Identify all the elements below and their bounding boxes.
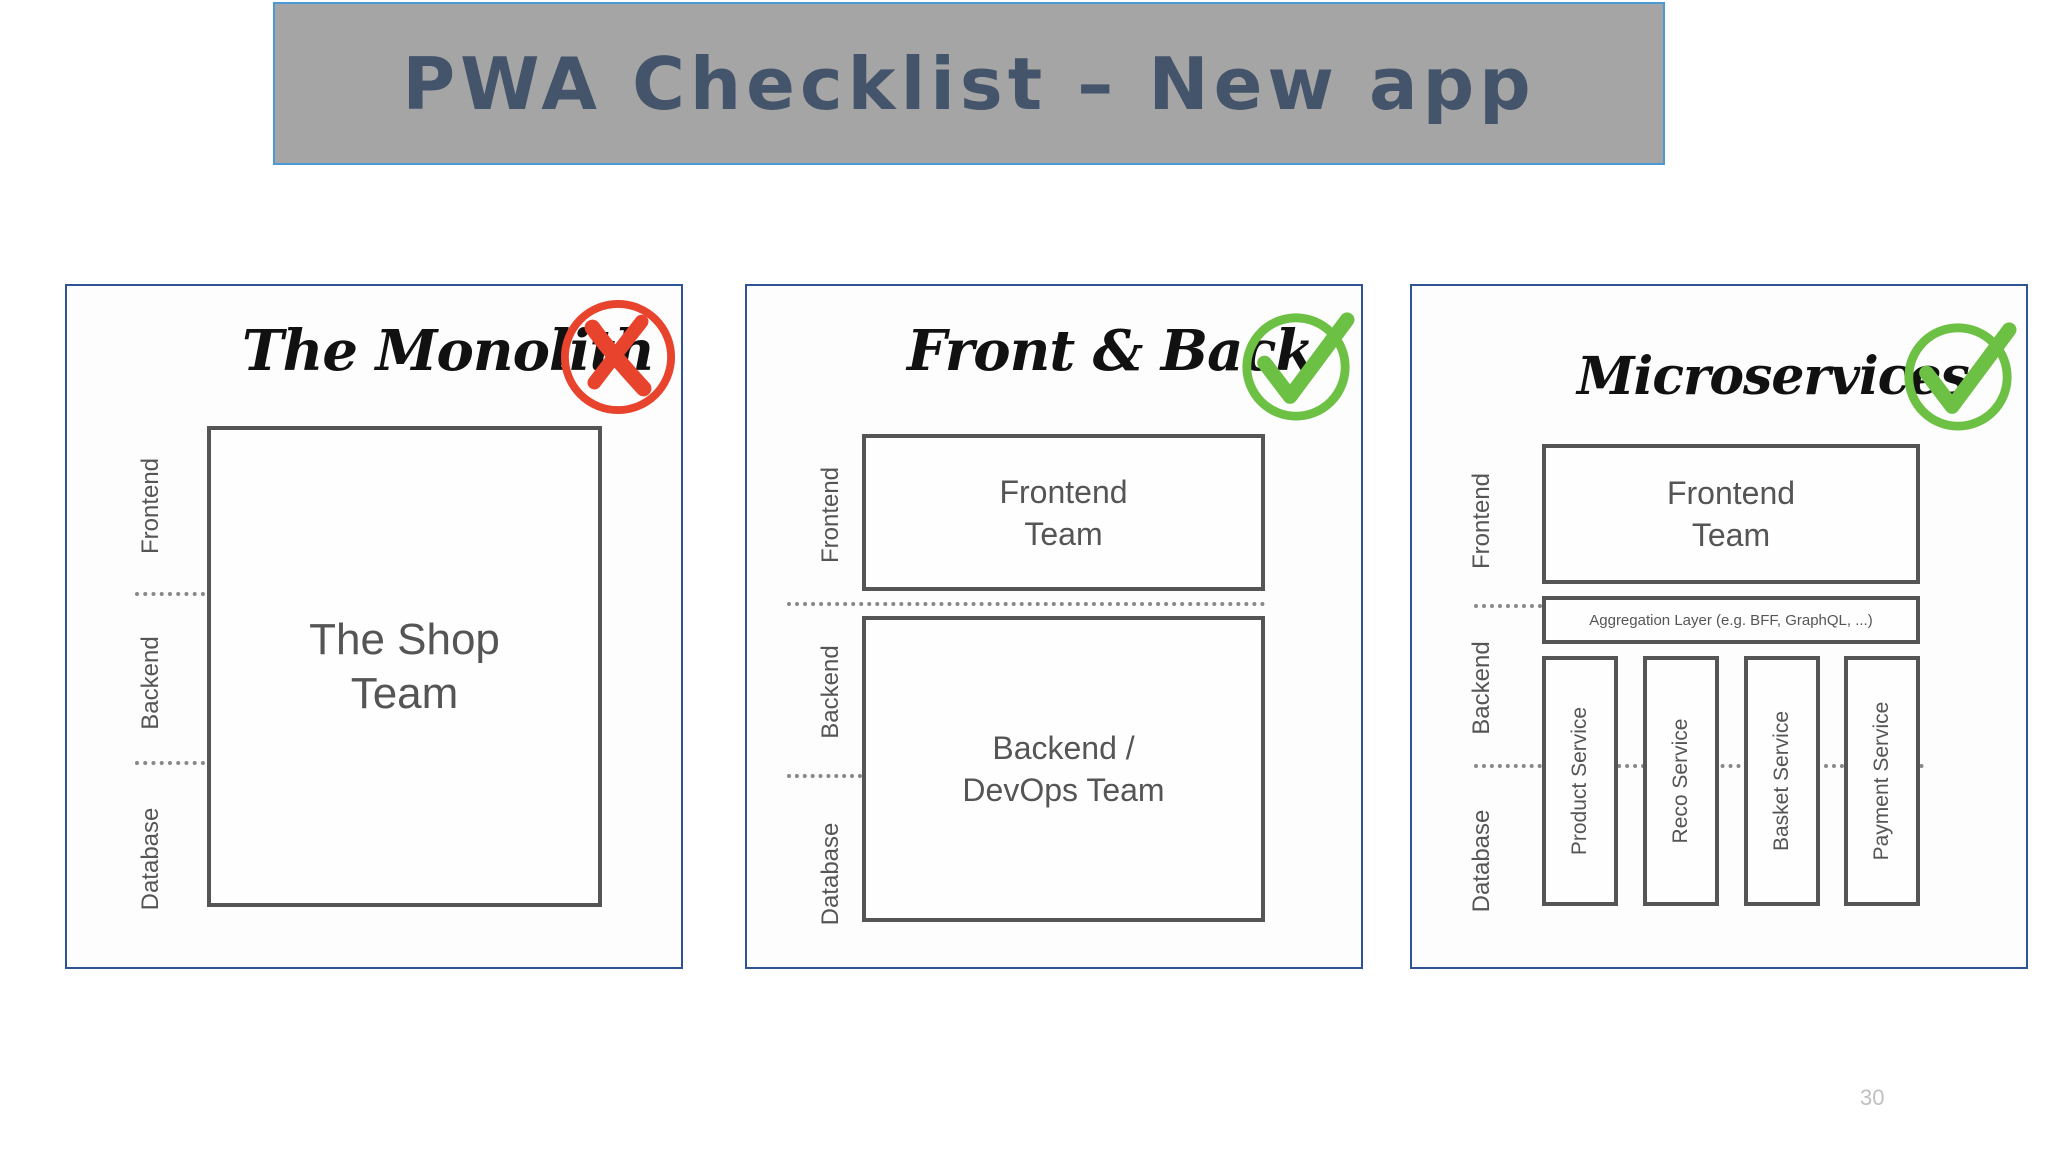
- service-label: Product Service: [1568, 706, 1591, 856]
- slide-title: PWA Checklist – New app: [402, 41, 1536, 126]
- service-label: Payment Service: [1870, 701, 1893, 861]
- layer-divider: [787, 602, 1265, 606]
- layer-label-frontend: Frontend: [1468, 472, 1495, 570]
- layer-label-backend: Backend: [817, 645, 844, 739]
- service-label: Basket Service: [1770, 710, 1793, 852]
- panel-monolith: The Monolith Frontend Backend Database T…: [65, 284, 683, 969]
- payment-service-box: Payment Service: [1844, 656, 1920, 906]
- panel-microservices: Microservices Frontend Backend Database …: [1410, 284, 2028, 969]
- x-mark-icon: [560, 299, 676, 415]
- product-service-box: Product Service: [1542, 656, 1618, 906]
- check-mark-icon: [1904, 322, 2017, 431]
- layer-label-database: Database: [1468, 809, 1495, 913]
- layer-divider: [787, 774, 862, 778]
- layer-label-database: Database: [137, 807, 164, 911]
- backend-devops-team-box: Backend / DevOps Team: [862, 616, 1265, 922]
- service-label: Reco Service: [1669, 718, 1692, 844]
- layer-divider: [135, 592, 205, 596]
- page-number: 30: [1860, 1085, 1885, 1110]
- frontend-team-box: Frontend Team: [1542, 444, 1920, 584]
- layer-label-backend: Backend: [1468, 641, 1495, 735]
- panel-title: Microservices: [1577, 346, 1970, 407]
- basket-service-box: Basket Service: [1744, 656, 1820, 906]
- reco-service-box: Reco Service: [1643, 656, 1719, 906]
- layer-label-frontend: Frontend: [817, 466, 844, 564]
- slide-title-bar: PWA Checklist – New app: [273, 2, 1665, 165]
- panel-front-and-back: Front & Back Frontend Backend Database F…: [745, 284, 1363, 969]
- layer-label-frontend: Frontend: [137, 457, 164, 555]
- check-mark-icon: [1242, 312, 1355, 421]
- layer-label-backend: Backend: [137, 636, 164, 730]
- aggregation-layer-box: Aggregation Layer (e.g. BFF, GraphQL, ..…: [1542, 596, 1920, 644]
- layer-divider: [1474, 604, 1542, 608]
- shop-team-box: The Shop Team: [207, 426, 602, 907]
- layer-divider: [135, 761, 205, 765]
- layer-label-database: Database: [817, 822, 844, 926]
- frontend-team-box: Frontend Team: [862, 434, 1265, 591]
